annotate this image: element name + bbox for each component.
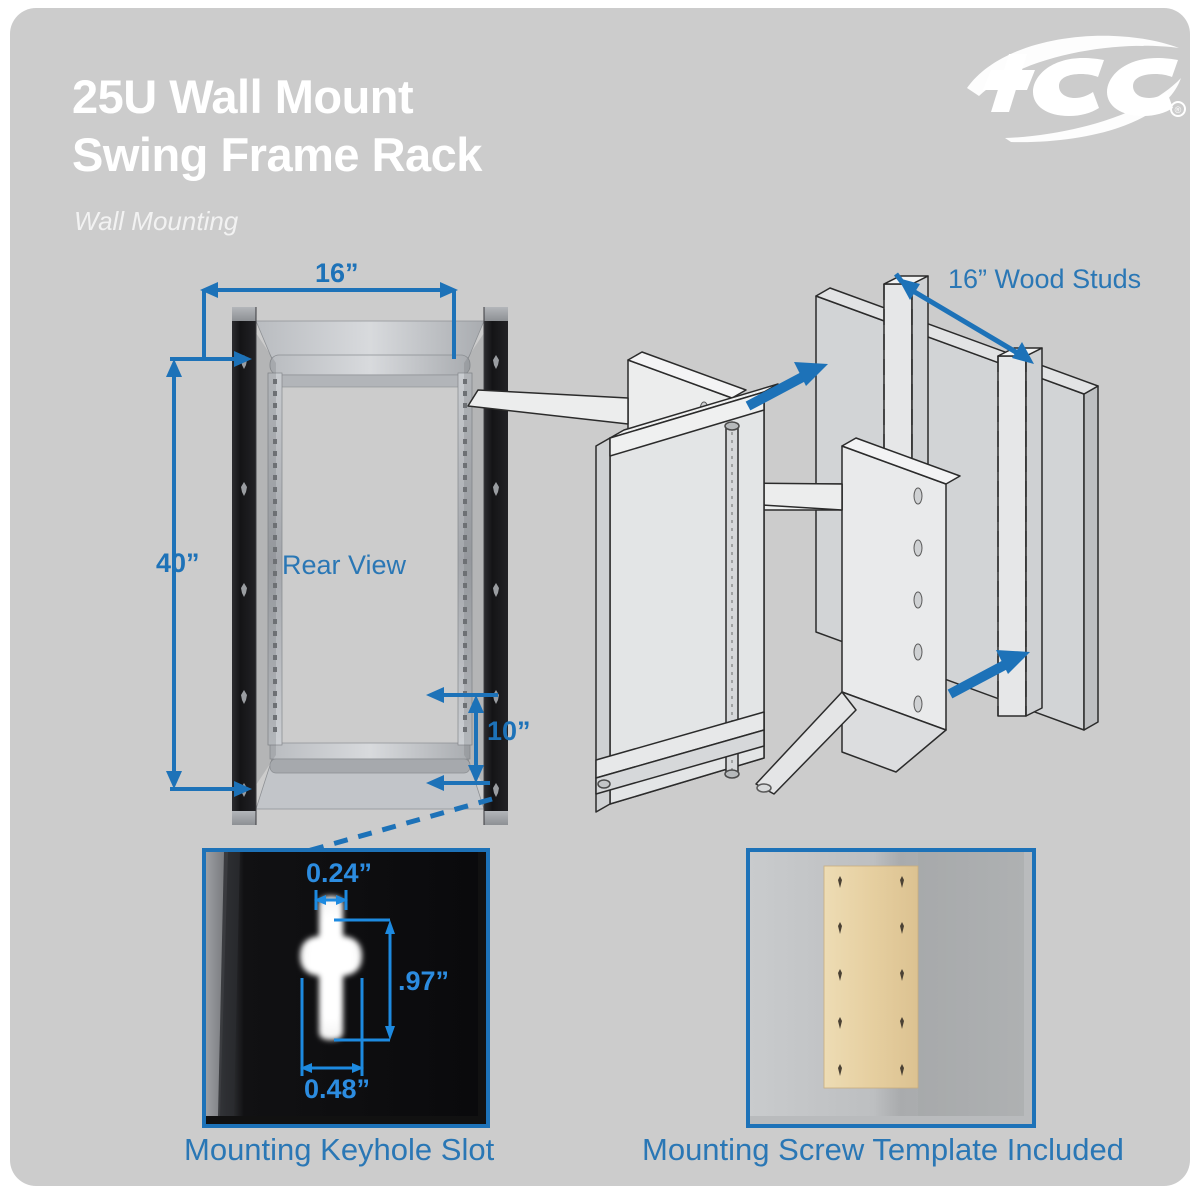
dimension-offset-label: 10”	[487, 716, 531, 746]
rear-view-label: Rear View	[282, 550, 407, 580]
screw-template-photo	[746, 848, 1036, 1128]
keyhole-top-width-label: 0.24”	[306, 858, 373, 888]
dimension-width-label: 16”	[315, 258, 359, 288]
page-title: 25U Wall Mount Swing Frame Rack	[72, 68, 482, 184]
keyhole-height-label: .97”	[398, 966, 450, 996]
exploded-assembly-diagram	[467, 260, 1178, 832]
assembly-arrows	[745, 362, 1030, 699]
dimension-annotations	[166, 282, 498, 797]
icc-logo: ®	[965, 30, 1186, 143]
poster-page: 25U Wall Mount Swing Frame Rack Wall Mou…	[10, 8, 1190, 1186]
template-keyhole-marks	[838, 876, 904, 1076]
rack-frame	[595, 383, 779, 813]
rear-view-diagram	[160, 263, 580, 869]
registered-mark: ®	[1175, 105, 1182, 115]
keyhole-callout-line	[271, 796, 493, 864]
title-line-2: Swing Frame Rack	[72, 128, 482, 181]
dimension-height-label: 40”	[156, 548, 200, 578]
keyhole-detail-photo: 0.24” .97” 0.48”	[202, 848, 490, 1128]
page-subtitle: Wall Mounting	[74, 206, 239, 236]
stud-spacing-dimension	[894, 272, 1034, 364]
title-line-1: 25U Wall Mount	[72, 70, 414, 123]
keyhole-caption: Mounting Keyhole Slot	[184, 1132, 495, 1167]
keyhole-bottom-width-label: 0.48”	[304, 1074, 371, 1104]
template-caption: Mounting Screw Template Included	[642, 1132, 1124, 1167]
wood-stud-label: 16” Wood Studs	[948, 264, 1142, 294]
